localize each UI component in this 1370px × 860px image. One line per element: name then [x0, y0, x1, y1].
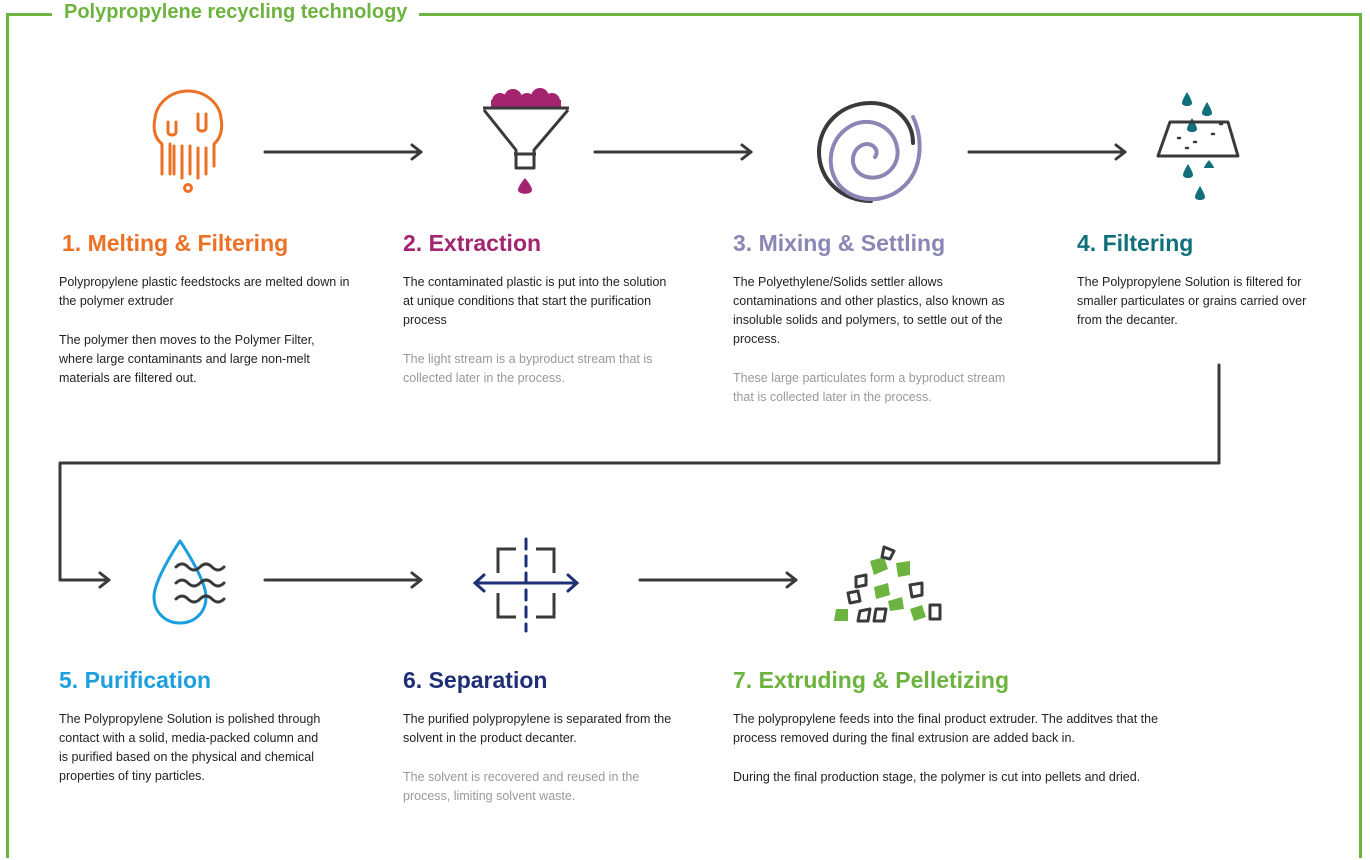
pellets-icon — [834, 545, 942, 623]
arrow-5-to-6 — [263, 571, 423, 589]
funnel-icon — [482, 88, 570, 194]
step-description: The Polyethylene/Solids settler allows c… — [733, 275, 1005, 346]
step-heading: 7. Extruding & Pelletizing — [733, 667, 1010, 693]
step-heading: 2. Extraction — [403, 230, 542, 256]
connector-4-to-5 — [58, 363, 1221, 589]
step-2: 2. Extraction The contaminated plastic i… — [403, 229, 673, 388]
diagram-frame — [6, 13, 1362, 858]
arrow-6-to-7 — [638, 571, 798, 589]
step-description: The Polypropylene Solution is filtered f… — [1077, 275, 1307, 327]
step-1: 1. Melting & Filtering Polypropylene pla… — [59, 229, 352, 388]
step-description: The polypropylene feeds into the final p… — [733, 712, 1159, 745]
step-description: Polypropylene plastic feedstocks are mel… — [59, 275, 350, 308]
step-5: 5. Purification The Polypropylene Soluti… — [59, 666, 329, 786]
step-description-secondary: During the final production stage, the p… — [733, 770, 1141, 784]
water-drop-icon — [152, 539, 226, 625]
arrow-1-to-2 — [263, 143, 423, 161]
step-heading: 4. Filtering — [1077, 230, 1194, 256]
arrow-3-to-4 — [967, 143, 1127, 161]
step-description-secondary: The polymer then moves to the Polymer Fi… — [59, 333, 315, 385]
step-description: The Polypropylene Solution is polished t… — [59, 712, 321, 783]
step-byproduct-note: The light stream is a byproduct stream t… — [403, 352, 653, 385]
melting-icon — [152, 89, 224, 193]
step-7: 7. Extruding & Pelletizing The polypropy… — [733, 666, 1203, 787]
filter-drops-icon — [1156, 92, 1240, 200]
spiral-icon — [816, 100, 922, 203]
step-4: 4. Filtering The Polypropylene Solution … — [1077, 229, 1317, 330]
step-3: 3. Mixing & Settling The Polyethylene/So… — [733, 229, 1023, 407]
step-byproduct-note: These large particulates form a byproduc… — [733, 371, 1006, 404]
separation-icon — [472, 537, 580, 633]
diagram-title: Polypropylene recycling technology — [52, 0, 420, 24]
step-heading: 5. Purification — [59, 667, 212, 693]
step-description: The contaminated plastic is put into the… — [403, 275, 667, 327]
arrow-2-to-3 — [593, 143, 753, 161]
step-byproduct-note: The solvent is recovered and reused in t… — [403, 770, 640, 803]
step-heading: 6. Separation — [403, 667, 548, 693]
step-6: 6. Separation The purified polypropylene… — [403, 666, 673, 806]
step-heading: 3. Mixing & Settling — [733, 230, 946, 256]
step-heading: 1. Melting & Filtering — [62, 230, 289, 256]
step-description: The purified polypropylene is separated … — [403, 712, 672, 745]
